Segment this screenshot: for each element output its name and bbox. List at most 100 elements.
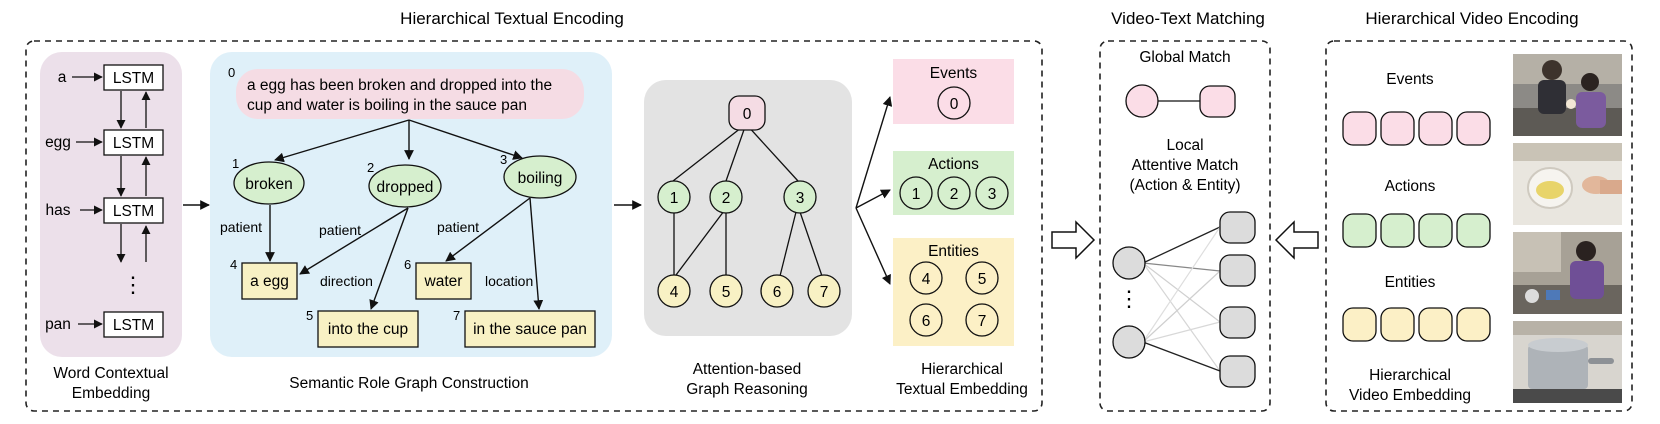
reason-action-3-label: 3 bbox=[796, 190, 805, 207]
video-entity-tokens bbox=[1342, 307, 1491, 342]
video-action-tokens bbox=[1342, 213, 1491, 248]
global-video-node bbox=[1199, 85, 1236, 118]
video-frame-2 bbox=[1513, 143, 1622, 225]
lstm-stack: LSTM LSTM LSTM LSTM a egg has pan ⋮ bbox=[45, 64, 164, 338]
arg-node-in-the-sauce-pan bbox=[464, 310, 596, 348]
event-node-0-label: 0 bbox=[950, 96, 959, 113]
arg-index-4: 4 bbox=[230, 257, 237, 272]
video-frame-4 bbox=[1513, 321, 1622, 403]
lstm-cell-3 bbox=[103, 197, 164, 224]
text-entity-4-label: 4 bbox=[922, 271, 931, 288]
verb-label-broken: broken bbox=[245, 176, 292, 193]
sentence-index: 0 bbox=[228, 65, 235, 80]
title-video-encoding: Hierarchical Video Encoding bbox=[1365, 9, 1578, 28]
verb-index-3: 3 bbox=[500, 152, 507, 167]
reason-entity-5 bbox=[709, 274, 743, 308]
local-video-node-3 bbox=[1219, 306, 1256, 339]
role-patient-3: patient bbox=[437, 219, 479, 235]
lstm-cell-4 bbox=[103, 311, 164, 338]
arg-node-into-the-cup bbox=[317, 310, 419, 348]
verb-node-dropped bbox=[368, 164, 442, 208]
reason-entity-5-label: 5 bbox=[722, 284, 731, 301]
events-title: Events bbox=[930, 65, 978, 82]
text-entity-4 bbox=[909, 261, 943, 295]
title-textual-encoding: Hierarchical Textual Encoding bbox=[400, 9, 624, 28]
text-entity-5 bbox=[965, 261, 999, 295]
local-text-node-1 bbox=[1112, 246, 1146, 280]
reason-action-1 bbox=[657, 180, 691, 214]
arg-label-a-egg: a egg bbox=[250, 273, 289, 290]
verb-label-boiling: boiling bbox=[518, 170, 563, 187]
video-caption-2: Video Embedding bbox=[1349, 387, 1471, 404]
actions-title: Actions bbox=[928, 156, 979, 173]
entities-title: Entities bbox=[928, 243, 979, 260]
role-patient-2: patient bbox=[319, 222, 361, 238]
global-text-node bbox=[1125, 84, 1159, 118]
text-entity-6-label: 6 bbox=[922, 313, 931, 330]
text-embedding-caption-1: Hierarchical bbox=[921, 361, 1003, 378]
hollow-arrow-video-to-match bbox=[1274, 220, 1319, 260]
global-match-label: Global Match bbox=[1139, 49, 1230, 66]
text-action-3-label: 3 bbox=[988, 186, 997, 203]
reason-action-2-label: 2 bbox=[722, 190, 731, 207]
lstm-ellipsis: ⋮ bbox=[122, 272, 144, 297]
reasoning-caption-2: Graph Reasoning bbox=[686, 381, 808, 398]
local-text-node-2 bbox=[1112, 325, 1146, 359]
local-match-edges bbox=[1142, 226, 1221, 372]
video-frame-1 bbox=[1513, 54, 1622, 136]
text-action-2 bbox=[937, 176, 971, 210]
reason-action-1-label: 1 bbox=[670, 190, 679, 207]
video-event-tokens bbox=[1342, 111, 1491, 146]
local-video-node-1 bbox=[1219, 211, 1256, 244]
reason-root-label: 0 bbox=[743, 106, 752, 123]
reason-entity-4-label: 4 bbox=[670, 284, 679, 301]
lstm-label-1: LSTM bbox=[113, 70, 154, 87]
local-match-label-1: Local bbox=[1166, 137, 1203, 154]
sentence-line-2: cup and water is boiling in the sauce pa… bbox=[247, 97, 527, 114]
video-actions-label: Actions bbox=[1385, 178, 1436, 195]
word-embedding-caption-1: Word Contextual bbox=[53, 365, 168, 382]
reasoning-edges bbox=[672, 123, 823, 277]
text-action-1 bbox=[899, 176, 933, 210]
reason-action-3 bbox=[783, 180, 817, 214]
arg-index-7: 7 bbox=[453, 308, 460, 323]
role-patient-1: patient bbox=[220, 219, 262, 235]
arg-node-water bbox=[415, 262, 472, 300]
verb-index-1: 1 bbox=[232, 156, 239, 171]
srg-caption: Semantic Role Graph Construction bbox=[289, 375, 529, 392]
reason-entity-7 bbox=[807, 274, 841, 308]
lstm-cell-1 bbox=[103, 64, 164, 91]
reasoning-panel bbox=[644, 80, 852, 336]
lstm-label-3: LSTM bbox=[113, 203, 154, 220]
local-match-label-2: Attentive Match bbox=[1132, 157, 1239, 174]
text-entity-6 bbox=[909, 303, 943, 337]
arg-label-water: water bbox=[424, 273, 463, 290]
text-embedding-caption-2: Textual Embedding bbox=[896, 381, 1028, 398]
reason-entity-6-label: 6 bbox=[773, 284, 782, 301]
reason-root-node bbox=[728, 95, 766, 131]
arg-index-6: 6 bbox=[404, 257, 411, 272]
sentence-box bbox=[236, 69, 584, 119]
word-a: a bbox=[58, 69, 67, 86]
video-entities-label: Entities bbox=[1385, 274, 1436, 291]
lstm-label-4: LSTM bbox=[113, 317, 154, 334]
video-frame-3 bbox=[1513, 232, 1622, 314]
title-video-text-matching: Video-Text Matching bbox=[1111, 9, 1265, 28]
video-events-label: Events bbox=[1386, 71, 1434, 88]
word-pan: pan bbox=[45, 316, 71, 333]
video-caption-1: Hierarchical bbox=[1369, 367, 1451, 384]
frame-video bbox=[1325, 40, 1633, 412]
lstm-label-2: LSTM bbox=[113, 135, 154, 152]
verb-node-boiling bbox=[503, 155, 577, 199]
verb-label-dropped: dropped bbox=[377, 179, 434, 196]
lstm-cell-2 bbox=[103, 129, 164, 156]
role-direction: direction bbox=[320, 273, 373, 289]
text-action-2-label: 2 bbox=[950, 186, 959, 203]
verb-index-2: 2 bbox=[367, 160, 374, 175]
text-entity-7-label: 7 bbox=[978, 313, 987, 330]
reason-entity-7-label: 7 bbox=[820, 284, 829, 301]
hollow-arrow-text-to-match bbox=[1051, 220, 1096, 260]
event-node-0 bbox=[937, 86, 971, 120]
word-egg: egg bbox=[45, 134, 71, 151]
